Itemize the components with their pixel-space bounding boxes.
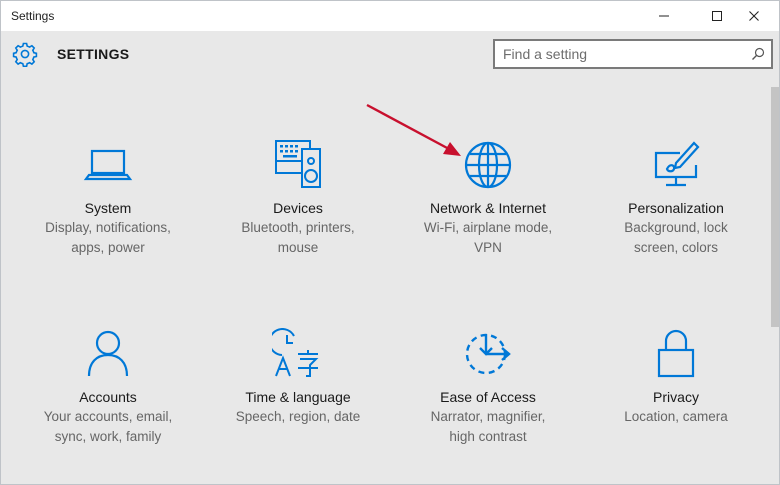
gear-icon [12,42,38,67]
tile-personalization[interactable]: Personalization Background, lock screen,… [601,139,751,257]
tile-description-line: mouse [277,240,319,255]
search-icon[interactable] [751,47,765,61]
globe-icon [464,141,512,189]
tile-description-line: Narrator, magnifier, [430,409,546,424]
title-bar: Settings [1,1,779,31]
settings-header: SETTINGS [1,31,779,79]
tile-description-line: VPN [474,240,502,255]
ease-of-access-icon [465,333,511,375]
clock-language-icon [272,328,319,377]
keyboard-speaker-icon [275,140,321,188]
tile-description-line: Bluetooth, printers, [241,220,355,235]
paintbrush-monitor-icon [654,141,700,187]
lock-icon [657,329,695,378]
tile-title: Network & Internet [430,200,546,216]
tile-description-line: Display, notifications, [45,220,171,235]
tile-title: Time & language [245,389,351,405]
tile-title: Ease of Access [440,389,536,405]
tile-description-line: apps, power [71,240,145,255]
close-icon [749,11,759,21]
laptop-icon [83,149,133,181]
person-icon [87,330,129,377]
tile-description-line: Location, camera [624,409,728,424]
tile-ease-of-access[interactable]: Ease of Access Narrator, magnifier, high… [413,328,563,446]
tile-privacy[interactable]: Privacy Location, camera [601,328,751,427]
tile-title: Privacy [653,389,699,405]
tile-devices[interactable]: Devices Bluetooth, printers, mouse [223,139,373,257]
search-box[interactable] [493,39,773,69]
tile-description-line: Speech, region, date [235,409,361,424]
maximize-icon [712,11,722,21]
tile-description-line: high contrast [449,429,527,444]
tile-system[interactable]: System Display, notifications, apps, pow… [33,139,183,257]
tile-description-line: screen, colors [633,240,719,255]
minimize-button[interactable] [641,1,687,31]
search-input[interactable] [503,45,739,63]
tile-description-line: Wi-Fi, airplane mode, [423,220,553,235]
tile-title: Accounts [79,389,137,405]
tile-title: System [84,200,132,216]
window-title: Settings [11,9,55,23]
tile-accounts[interactable]: Accounts Your accounts, email, sync, wor… [33,328,183,446]
tile-time-language[interactable]: Time & language Speech, region, date [223,328,373,427]
tile-title: Devices [273,200,323,216]
scrollbar-thumb[interactable] [771,87,779,327]
tile-description-line: Background, lock [624,220,728,235]
tile-description-line: sync, work, family [54,429,162,444]
tile-description-line: Your accounts, email, [43,409,173,424]
maximize-button[interactable] [694,1,740,31]
vertical-scrollbar[interactable] [771,79,779,484]
minimize-icon [659,15,669,17]
tile-network-internet[interactable]: Network & Internet Wi-Fi, airplane mode,… [413,139,563,257]
close-button[interactable] [731,1,777,31]
page-title: SETTINGS [57,46,130,62]
tile-title: Personalization [628,200,724,216]
